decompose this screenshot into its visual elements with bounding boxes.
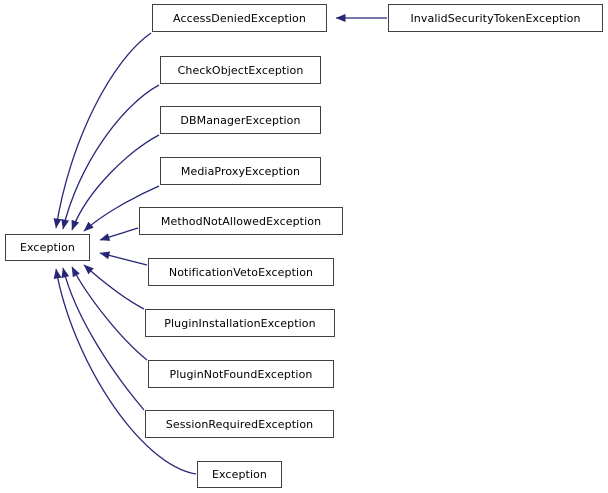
class-node-label: SessionRequiredException bbox=[165, 417, 314, 431]
inheritance-edge bbox=[99, 251, 148, 266]
inheritance-edge bbox=[71, 266, 148, 361]
class-node-plugin-not-found-exception[interactable]: PluginNotFoundException bbox=[148, 360, 334, 388]
class-node-exception-root[interactable]: Exception bbox=[5, 234, 90, 261]
edges-group bbox=[53, 14, 387, 475]
class-node-media-proxy-exception[interactable]: MediaProxyException bbox=[160, 157, 321, 185]
inheritance-edge bbox=[53, 32, 152, 229]
class-node-label: PluginInstallationException bbox=[164, 316, 316, 330]
class-node-check-object-exception[interactable]: CheckObjectException bbox=[160, 56, 321, 84]
class-node-plugin-installation-exception[interactable]: PluginInstallationException bbox=[145, 309, 335, 337]
class-node-label: MediaProxyException bbox=[180, 164, 301, 178]
inheritance-edge bbox=[99, 227, 139, 241]
class-node-label: NotificationVetoException bbox=[168, 265, 314, 279]
class-node-label: InvalidSecurityTokenException bbox=[410, 11, 581, 25]
class-node-dbmanager-exception[interactable]: DBManagerException bbox=[160, 106, 321, 134]
class-node-method-not-allowed-exception[interactable]: MethodNotAllowedException bbox=[139, 207, 343, 235]
inheritance-edge bbox=[61, 267, 145, 411]
class-node-label: MethodNotAllowedException bbox=[160, 214, 322, 228]
class-node-label: PluginNotFoundException bbox=[169, 367, 313, 381]
class-node-access-denied-exception[interactable]: AccessDeniedException bbox=[152, 4, 327, 32]
class-node-label: CheckObjectException bbox=[177, 63, 304, 77]
inheritance-edge bbox=[83, 264, 145, 310]
class-node-label: AccessDeniedException bbox=[173, 11, 306, 25]
class-node-label: DBManagerException bbox=[180, 113, 301, 127]
class-node-label: Exception bbox=[211, 468, 268, 481]
class-node-invalid-security-token-exception[interactable]: InvalidSecurityTokenException bbox=[388, 4, 603, 32]
class-node-notification-veto-exception[interactable]: NotificationVetoException bbox=[148, 258, 334, 286]
class-node-label: Exception bbox=[19, 241, 76, 254]
class-node-session-required-exception[interactable]: SessionRequiredException bbox=[145, 410, 334, 438]
class-node-exception-leaf[interactable]: Exception bbox=[197, 461, 282, 488]
